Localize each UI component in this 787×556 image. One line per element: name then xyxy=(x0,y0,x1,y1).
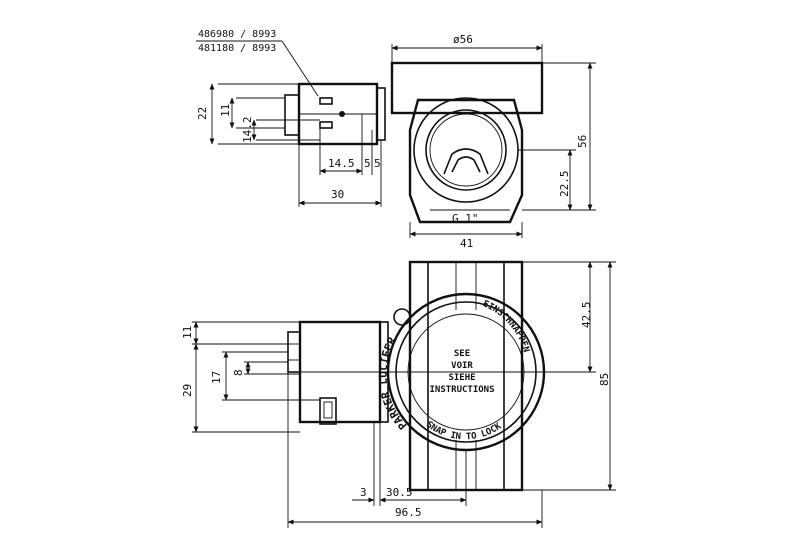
nameplate-siehe: SIEHE xyxy=(448,373,475,383)
part-number-callout: 486980 / 8993 481180 / 8993 xyxy=(196,29,319,97)
connector-nut xyxy=(287,331,301,373)
dim-front-11: 11 xyxy=(181,326,194,339)
dim-front-29: 29 xyxy=(181,384,194,397)
dim-front-8: 8 xyxy=(232,369,245,376)
part-number-1: 486980 / 8993 xyxy=(198,29,276,40)
connector-pin-top xyxy=(319,97,333,105)
dim-14-2: 14.2 xyxy=(241,117,254,144)
nameplate-brand-arc: PARKER LUCIFER xyxy=(377,335,410,432)
dim-thread: G 1" xyxy=(452,212,479,225)
coil-nut xyxy=(284,94,300,136)
nameplate-bottom-arc: SNAP IN TO LOCK xyxy=(424,420,504,443)
dim-front-3: 3 xyxy=(360,486,367,499)
dim-front-17: 17 xyxy=(210,371,223,384)
dim-width-41: 41 xyxy=(460,237,473,250)
valve-cap xyxy=(390,61,544,115)
knob xyxy=(393,308,411,326)
nameplate-right-arc: EINSCHNAPPEN xyxy=(481,299,531,353)
dim-5-left: 5 xyxy=(364,157,371,170)
nameplate-see: SEE xyxy=(454,349,470,359)
connector-pin-bottom xyxy=(319,121,333,129)
dim-front-30-5: 30.5 xyxy=(386,486,413,499)
nameplate-voir: VOIR xyxy=(451,361,473,371)
dim-11: 11 xyxy=(219,104,232,117)
dim-offset-22-5: 22.5 xyxy=(558,171,571,198)
spade-terminal xyxy=(319,397,337,425)
nameplate-instructions: INSTRUCTIONS xyxy=(429,385,494,395)
valve-body-hex xyxy=(408,98,524,224)
valve-front-view: PARKER LUCIFER EINSCHNAPPEN SNAP IN TO L… xyxy=(181,260,616,528)
dim-22: 22 xyxy=(196,107,209,120)
part-number-2: 481180 / 8993 xyxy=(198,43,276,54)
dim-front-42-5: 42.5 xyxy=(580,302,593,329)
dim-14-5: 14.5 xyxy=(328,157,355,170)
dim-front-96-5: 96.5 xyxy=(395,506,422,519)
dim-5-right: 5 xyxy=(374,157,381,170)
coil-detail-view: 22 11 14.2 14.5 5 5 30 xyxy=(196,82,386,207)
valve-seat xyxy=(443,148,489,175)
dim-height-56: 56 xyxy=(576,135,589,148)
dim-front-85: 85 xyxy=(598,373,611,386)
dim-30: 30 xyxy=(331,188,344,201)
valve-top-view: ø56 56 22.5 G 1" 41 xyxy=(390,33,596,250)
valve-port-inner xyxy=(425,109,507,191)
dim-diameter-56: ø56 xyxy=(453,33,473,46)
